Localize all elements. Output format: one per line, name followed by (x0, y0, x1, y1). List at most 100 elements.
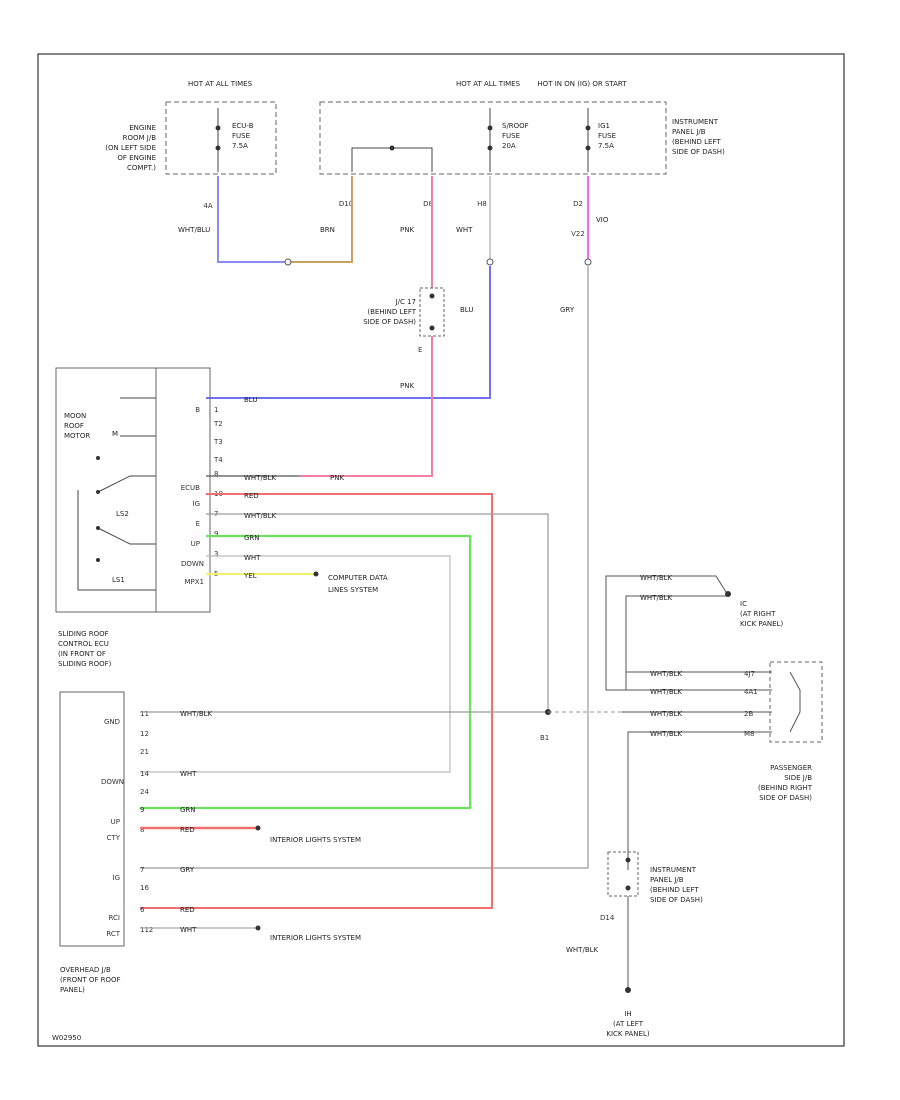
wire-wht-blk-ecu (206, 513, 549, 712)
svg-text:GND: GND (104, 718, 120, 726)
junction-connector-jc17: J/C 17 (BEHIND LEFT SIDE OF DASH) E (363, 287, 445, 354)
fuse1-type: FUSE (232, 132, 250, 140)
svg-text:UP: UP (111, 818, 120, 826)
svg-text:7: 7 (140, 866, 144, 874)
interior-lights-1: INTERIOR LIGHTS SYSTEM (270, 836, 361, 844)
svg-text:PASSENGER: PASSENGER (770, 764, 812, 772)
svg-text:V22: V22 (571, 230, 585, 238)
svg-text:SIDE OF DASH): SIDE OF DASH) (759, 794, 812, 802)
svg-text:E: E (418, 346, 422, 354)
svg-text:8: 8 (214, 470, 218, 478)
cdl-line1: COMPUTER DATA (328, 574, 388, 582)
svg-text:INSTRUMENT: INSTRUMENT (650, 866, 697, 874)
svg-text:(ON LEFT SIDE: (ON LEFT SIDE (105, 144, 156, 152)
svg-text:MPX1: MPX1 (184, 578, 204, 586)
svg-text:SIDE OF DASH): SIDE OF DASH) (363, 318, 416, 326)
svg-text:J/C 17: J/C 17 (395, 298, 416, 306)
svg-text:4J7: 4J7 (744, 670, 755, 678)
svg-text:RCI: RCI (109, 914, 120, 922)
interior-lights-2: INTERIOR LIGHTS SYSTEM (270, 934, 361, 942)
svg-text:D8: D8 (423, 200, 433, 208)
wire-wht-blu (217, 176, 288, 263)
svg-text:LS1: LS1 (112, 576, 125, 584)
top-connector-labels: 4A D10 D8 H8 D2 V22 (203, 200, 584, 238)
wire-red-ecu (140, 493, 493, 909)
svg-text:WHT/BLK: WHT/BLK (640, 594, 673, 602)
label-blu: BLU (244, 396, 257, 404)
label-wht-blu: WHT/BLU (178, 226, 210, 234)
svg-text:(FRONT OF ROOF: (FRONT OF ROOF (60, 976, 121, 984)
svg-text:1: 1 (214, 406, 218, 414)
svg-text:(BEHIND LEFT: (BEHIND LEFT (367, 308, 416, 316)
wire-brn (288, 176, 353, 263)
svg-text:IC: IC (740, 600, 747, 608)
svg-text:9: 9 (140, 806, 144, 814)
label-red-ecu: RED (244, 492, 259, 500)
label-yel: YEL (243, 572, 257, 580)
instrument-panel-jb-bottom: INSTRUMENT PANEL J/B (BEHIND LEFT SIDE O… (566, 851, 703, 993)
instrument-jb-top-label: INSTRUMENT PANEL J/B (BEHIND LEFT SIDE O… (672, 118, 725, 156)
svg-text:PANEL J/B: PANEL J/B (672, 128, 706, 136)
svg-text:CTY: CTY (107, 834, 121, 842)
label-ecub-wht: WHT/BLK (244, 474, 277, 482)
svg-text:3: 3 (214, 550, 218, 558)
ground-ih: IH (AT LEFT KICK PANEL) (606, 1010, 649, 1038)
svg-text:M8: M8 (744, 730, 755, 738)
svg-text:4A: 4A (203, 202, 212, 210)
svg-text:WHT/BLK: WHT/BLK (650, 688, 683, 696)
label-pnk-ecub: PNK (330, 474, 344, 482)
wire-grn (140, 534, 472, 810)
engine-room-jb: HOT AT ALL TIMES ECU-B FUSE 7.5A (165, 80, 277, 175)
svg-text:WHT/BLK: WHT/BLK (650, 710, 683, 718)
svg-text:PANEL J/B: PANEL J/B (650, 876, 684, 884)
svg-text:IG1: IG1 (598, 122, 610, 130)
hot-label-right: HOT IN ON (IG) OR START (537, 80, 627, 88)
svg-text:SIDE OF DASH): SIDE OF DASH) (672, 148, 725, 156)
svg-text:SLIDING ROOF): SLIDING ROOF) (58, 660, 112, 668)
svg-text:12: 12 (140, 730, 149, 738)
svg-text:B: B (195, 406, 200, 414)
ground-ic: WHT/BLK WHT/BLK IC (AT RIGHT KICK PANEL) (605, 574, 783, 690)
svg-text:OVERHEAD J/B: OVERHEAD J/B (60, 966, 111, 974)
svg-text:WHT/BLK: WHT/BLK (650, 670, 683, 678)
svg-text:MOTOR: MOTOR (64, 432, 90, 440)
passenger-jb: WHT/BLK WHT/BLK WHT/BLK WHT/BLK 4J7 4A1 … (605, 602, 823, 870)
svg-text:CONTROL ECU: CONTROL ECU (58, 640, 109, 648)
svg-text:OF ENGINE: OF ENGINE (117, 154, 156, 162)
svg-text:LS2: LS2 (116, 510, 129, 518)
svg-text:11: 11 (140, 710, 149, 718)
label-wht-blk-ecu: WHT/BLK (244, 512, 277, 520)
label-red-rci: RED (180, 906, 195, 914)
svg-text:RCT: RCT (106, 930, 120, 938)
label-pnk2: PNK (400, 382, 414, 390)
svg-text:8: 8 (140, 826, 144, 834)
svg-text:(BEHIND LEFT: (BEHIND LEFT (672, 138, 721, 146)
svg-text:KICK PANEL): KICK PANEL) (740, 620, 783, 628)
svg-text:MOON: MOON (64, 412, 86, 420)
footer-code: W02950 (52, 1034, 81, 1042)
svg-text:(IN FRONT OF: (IN FRONT OF (58, 650, 106, 658)
svg-text:IG: IG (193, 500, 201, 508)
instrument-panel-jb-top: HOT AT ALL TIMES HOT IN ON (IG) OR START… (319, 80, 667, 175)
svg-text:9: 9 (214, 530, 218, 538)
svg-text:112: 112 (140, 926, 153, 934)
svg-text:24: 24 (140, 788, 149, 796)
wire-wht-down (140, 555, 451, 773)
b1-label: B1 (540, 734, 549, 742)
diagram-frame (37, 53, 845, 1047)
fuse1-rating: 7.5A (232, 142, 248, 150)
svg-text:KICK PANEL): KICK PANEL) (606, 1030, 649, 1038)
svg-text:WHT/BLK: WHT/BLK (640, 574, 673, 582)
svg-text:20A: 20A (502, 142, 516, 150)
svg-text:(BEHIND LEFT: (BEHIND LEFT (650, 886, 699, 894)
label-wht-rct: WHT (180, 926, 197, 934)
label-grn-oh: GRN (180, 806, 196, 814)
svg-text:6: 6 (140, 906, 145, 914)
svg-text:E: E (196, 520, 200, 528)
label-wht-oh: WHT (180, 770, 197, 778)
svg-text:FUSE: FUSE (502, 132, 520, 140)
svg-text:ROOM J/B: ROOM J/B (123, 134, 157, 142)
label-gry-oh: GRY (180, 866, 195, 874)
svg-text:T3: T3 (213, 438, 223, 446)
